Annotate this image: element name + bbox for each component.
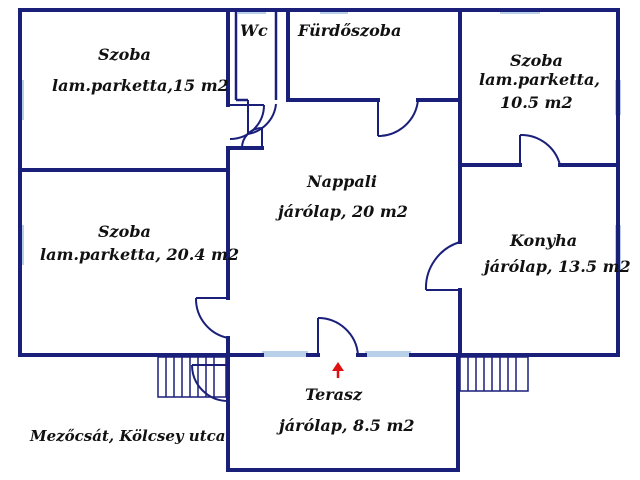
- steps-right: [459, 356, 529, 392]
- furdoszoba-name: Fürdőszoba: [297, 21, 401, 40]
- door: [424, 241, 461, 291]
- door: [519, 133, 561, 166]
- nappali-detail: járólap, 20 m2: [275, 202, 408, 221]
- szoba-3-detail-2: 10.5 m2: [500, 93, 573, 112]
- konyha-detail: járólap, 13.5 m2: [481, 257, 631, 276]
- terasz-name: Terasz: [305, 385, 363, 404]
- szoba-2-detail: lam.parketta, 20.4 m2: [40, 245, 239, 264]
- steps-left: [157, 356, 227, 398]
- entrance-arrow-icon: [332, 362, 344, 378]
- konyha-name: Konyha: [509, 231, 577, 250]
- address-label: Mezőcsát, Kölcsey utca: [29, 427, 226, 445]
- szoba-3-name: Szoba: [510, 51, 563, 70]
- door: [194, 297, 229, 339]
- door: [317, 316, 359, 356]
- szoba-2-name: Szoba: [98, 222, 151, 241]
- door: [241, 127, 263, 149]
- door: [247, 100, 277, 135]
- interior-walls-thin: [234, 10, 278, 102]
- wc-name: Wc: [240, 21, 268, 40]
- szoba-1-name: Szoba: [98, 45, 151, 64]
- szoba-3-detail: lam.parketta,: [479, 70, 600, 89]
- nappali-name: Nappali: [306, 172, 377, 191]
- window: [262, 351, 308, 357]
- window: [365, 351, 411, 357]
- door: [377, 99, 419, 138]
- terasz-detail: járólap, 8.5 m2: [276, 416, 415, 435]
- walls: [18, 8, 620, 472]
- szoba-1-detail: lam.parketta,15 m2: [52, 76, 229, 95]
